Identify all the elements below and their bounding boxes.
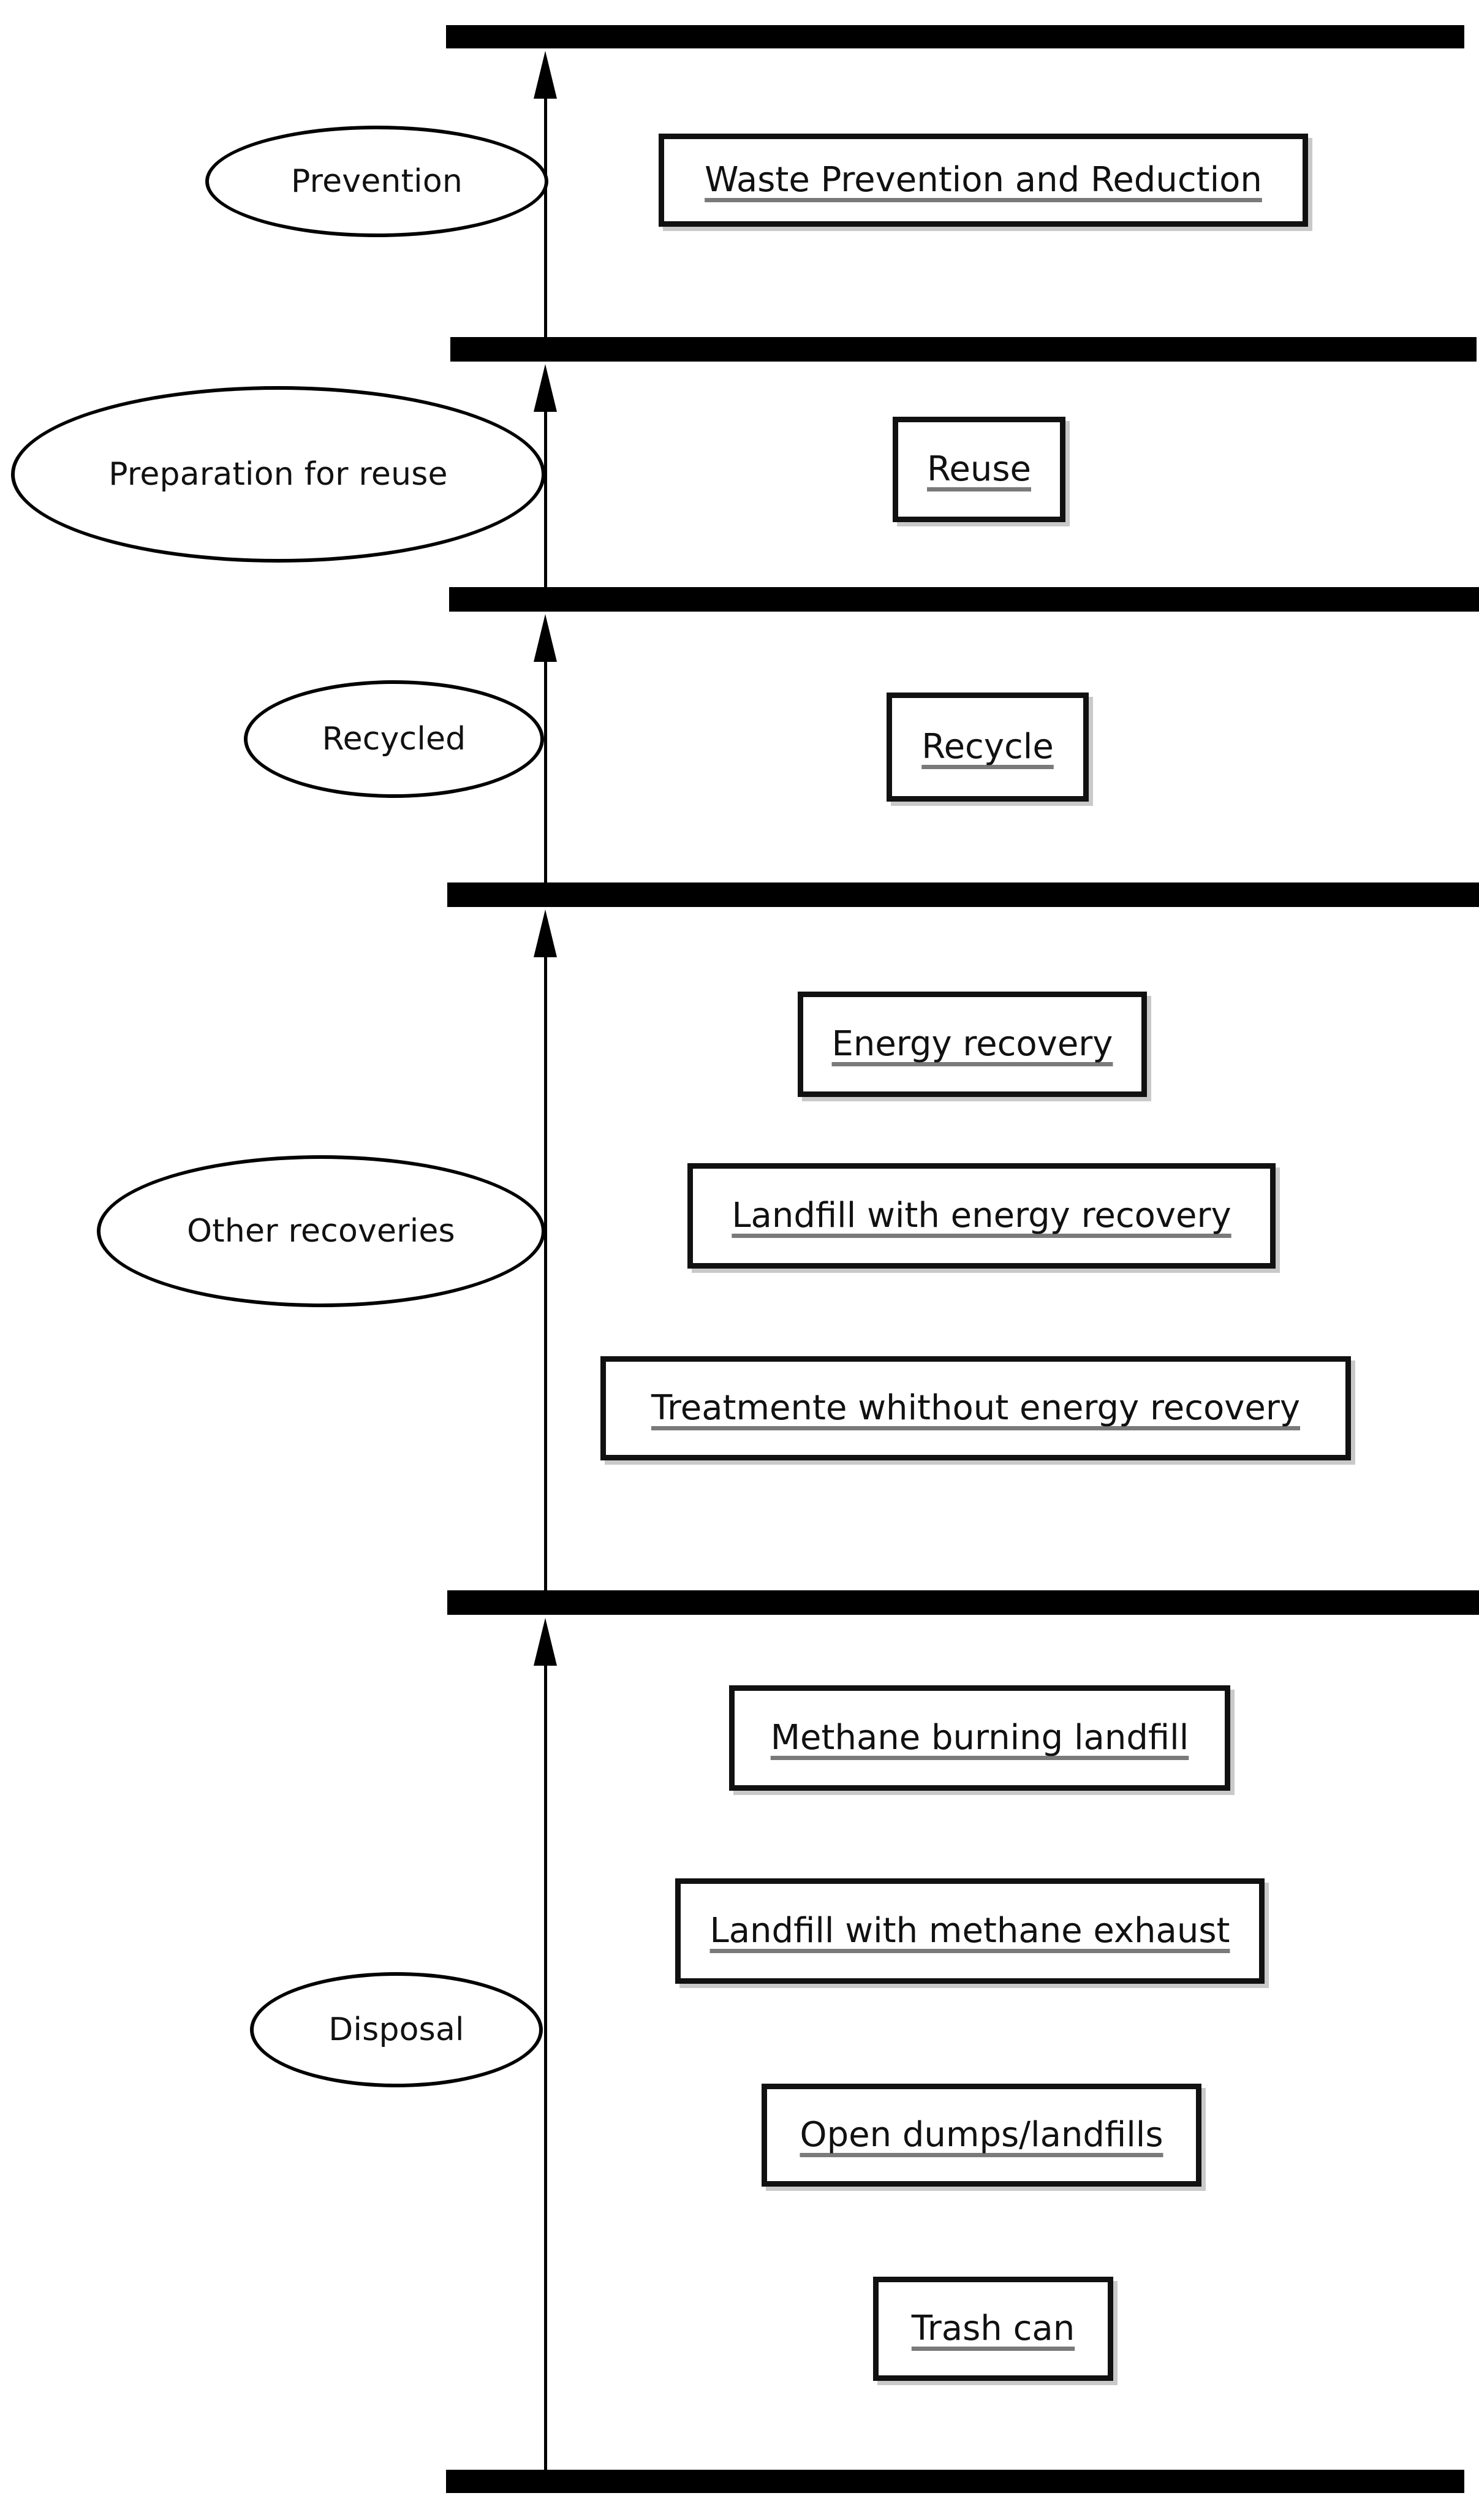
- separator-reuse: [449, 587, 1479, 612]
- separator-bottom: [446, 2470, 1464, 2493]
- stage-label-prevention: Prevention: [290, 162, 463, 200]
- option-label-trash-can: Trash can: [911, 2309, 1075, 2349]
- spine-disposal: [544, 1666, 547, 2475]
- arrowhead-disposal: [534, 1618, 557, 1666]
- stage-label-preparation-for-reuse: Preparation for reuse: [108, 455, 448, 493]
- separator-other-recoveries: [447, 1590, 1479, 1615]
- option-box-landfill-with-energy-recovery[interactable]: Landfill with energy recovery: [687, 1163, 1276, 1269]
- option-box-methane-burning-landfill[interactable]: Methane burning landfill: [729, 1685, 1230, 1791]
- option-box-trash-can[interactable]: Trash can: [873, 2277, 1113, 2381]
- spine-recycle: [544, 643, 547, 887]
- option-label-landfill-with-energy-recovery: Landfill with energy recovery: [732, 1196, 1231, 1236]
- arrowhead-other-recoveries: [534, 909, 557, 957]
- separator-top: [446, 25, 1464, 48]
- stage-ellipse-recycled[interactable]: Recycled: [244, 680, 544, 798]
- separator-prevention: [450, 337, 1477, 362]
- option-label-energy-recovery: Energy recovery: [831, 1024, 1113, 1065]
- option-label-landfill-with-methane-exhaust: Landfill with methane exhaust: [709, 1911, 1230, 1951]
- option-label-open-dumps-landfills: Open dumps/landfills: [800, 2115, 1163, 2155]
- separator-recycle: [447, 882, 1479, 907]
- option-box-landfill-with-methane-exhaust[interactable]: Landfill with methane exhaust: [675, 1878, 1265, 1984]
- option-label-methane-burning-landfill: Methane burning landfill: [770, 1718, 1189, 1758]
- stage-label-other-recoveries: Other recoveries: [187, 1212, 455, 1250]
- arrowhead-reuse: [534, 364, 557, 412]
- stage-ellipse-other-recoveries[interactable]: Other recoveries: [97, 1155, 545, 1307]
- option-label-reuse: Reuse: [927, 449, 1031, 490]
- option-box-recycle[interactable]: Recycle: [887, 693, 1089, 802]
- spine-other-recoveries: [544, 956, 547, 1596]
- stage-ellipse-prevention[interactable]: Prevention: [205, 126, 548, 237]
- spine-prevention: [544, 74, 547, 341]
- stage-label-disposal: Disposal: [328, 2011, 464, 2048]
- arrowhead-recycle: [534, 614, 557, 662]
- stage-ellipse-preparation-for-reuse[interactable]: Preparation for reuse: [11, 386, 545, 563]
- option-box-waste-prevention-and-reduction[interactable]: Waste Prevention and Reduction: [659, 134, 1308, 227]
- option-box-reuse[interactable]: Reuse: [893, 417, 1065, 522]
- option-label-treatmente-whithout-energy-recovery: Treatmente whithout energy recovery: [651, 1388, 1300, 1429]
- option-box-energy-recovery[interactable]: Energy recovery: [798, 992, 1147, 1097]
- option-box-open-dumps-landfills[interactable]: Open dumps/landfills: [762, 2084, 1201, 2187]
- arrowhead-prevention: [534, 51, 557, 99]
- spine-reuse: [544, 401, 547, 593]
- option-label-recycle: Recycle: [921, 727, 1054, 767]
- option-box-treatmente-whithout-energy-recovery[interactable]: Treatmente whithout energy recovery: [600, 1356, 1351, 1460]
- option-label-waste-prevention-and-reduction: Waste Prevention and Reduction: [705, 160, 1262, 200]
- stage-ellipse-disposal[interactable]: Disposal: [250, 1972, 543, 2087]
- stage-label-recycled: Recycled: [322, 720, 466, 757]
